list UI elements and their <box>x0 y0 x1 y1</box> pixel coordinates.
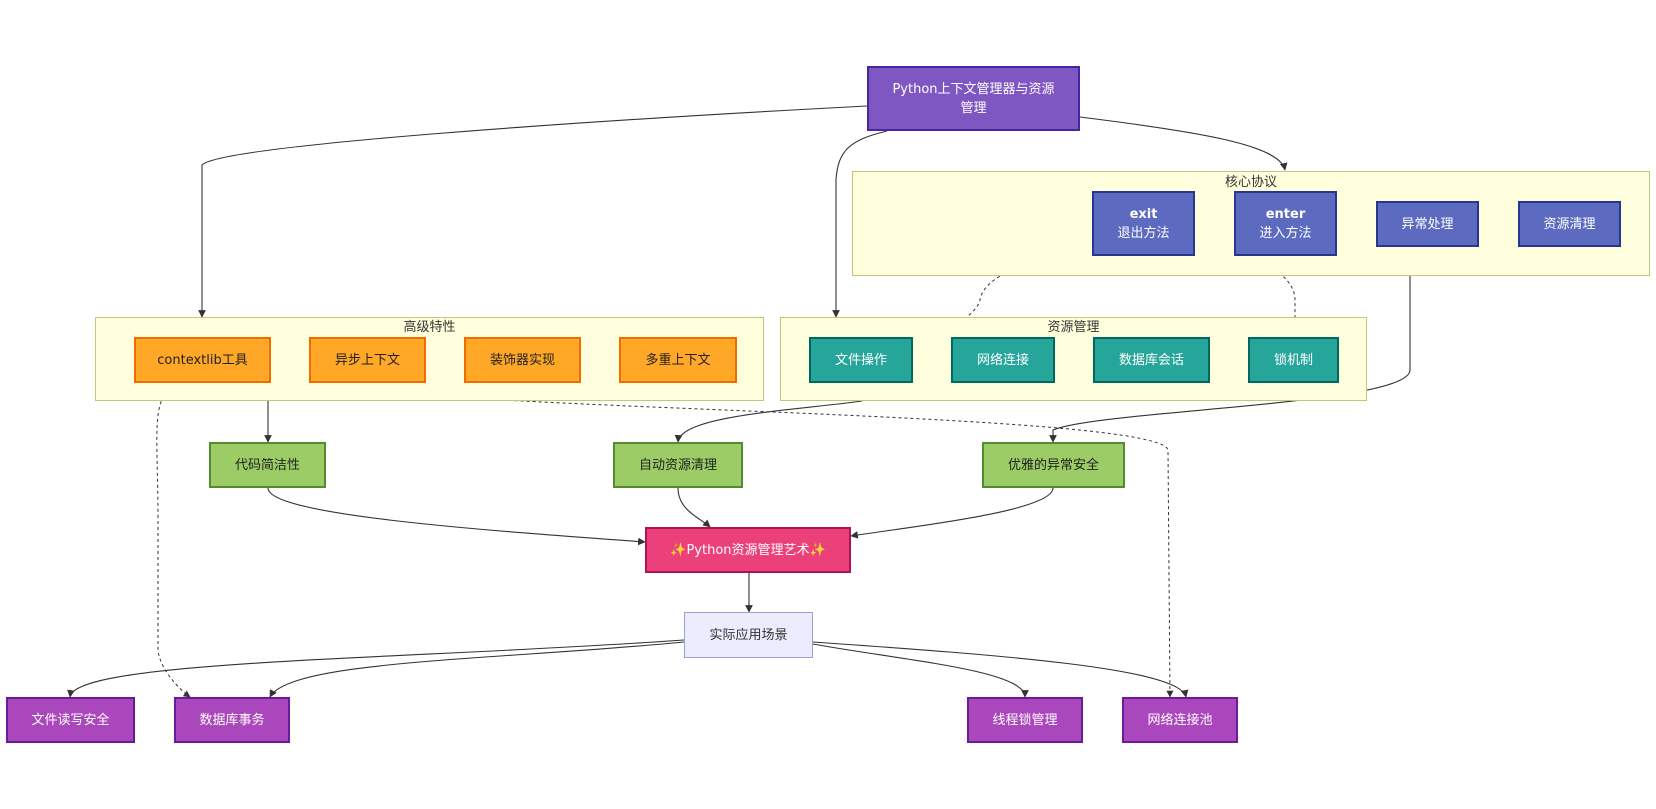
db-session-node[interactable]: 数据库会话 <box>1093 337 1210 383</box>
root-node-label: Python上下文管理器与资源管理 <box>892 81 1055 116</box>
contextlib-node[interactable]: contextlib工具 <box>134 337 271 383</box>
exit-method-name: exit <box>1129 206 1158 222</box>
scenarios-node[interactable]: 实际应用场景 <box>684 612 813 658</box>
thread-lock-node[interactable]: 线程锁管理 <box>967 697 1083 743</box>
db-transaction-node[interactable]: 数据库事务 <box>174 697 290 743</box>
exception-safety-label: 优雅的异常安全 <box>1007 457 1099 473</box>
decorator-label: 装饰器实现 <box>489 352 555 368</box>
conn-pool-label: 网络连接池 <box>1147 712 1213 728</box>
group-resource-management-title: 资源管理 <box>1047 320 1100 335</box>
enter-method-node[interactable]: enter 进入方法 <box>1234 191 1337 256</box>
file-ops-label: 文件操作 <box>834 352 887 368</box>
code-concise-node[interactable]: 代码简洁性 <box>209 442 326 488</box>
contextlib-label: contextlib工具 <box>157 352 248 368</box>
thread-lock-label: 线程锁管理 <box>992 712 1058 728</box>
edge-scenarios-to-db-tx <box>269 641 685 698</box>
exception-handling-label: 异常处理 <box>1401 216 1454 232</box>
edge-resources-to-auto <box>674 400 863 443</box>
lock-mechanism-label: 锁机制 <box>1273 352 1313 368</box>
network-conn-node[interactable]: 网络连接 <box>951 337 1055 383</box>
root-node[interactable]: Python上下文管理器与资源管理 <box>867 66 1080 131</box>
file-ops-node[interactable]: 文件操作 <box>809 337 913 383</box>
file-rw-safe-label: 文件读写安全 <box>31 712 110 728</box>
python-art-label: ✨Python资源管理艺术✨ <box>670 542 826 558</box>
enter-method-name: enter <box>1265 206 1306 222</box>
multi-context-label: 多重上下文 <box>645 352 711 368</box>
resource-cleanup-label: 资源清理 <box>1543 216 1596 232</box>
conn-pool-node[interactable]: 网络连接池 <box>1122 697 1238 743</box>
edge-root-to-resources <box>832 130 888 318</box>
scenarios-label: 实际应用场景 <box>709 627 788 643</box>
exit-method-desc: 退出方法 <box>1117 225 1170 241</box>
async-context-node[interactable]: 异步上下文 <box>309 337 426 383</box>
edge-auto-to-art <box>677 487 711 528</box>
db-transaction-label: 数据库事务 <box>199 712 265 728</box>
edge-root-to-advanced <box>198 105 868 318</box>
edge-scenarios-to-thread-lock <box>812 643 1029 698</box>
edge-contextlib-to-db-tx <box>156 382 191 698</box>
enter-method-desc: 进入方法 <box>1259 225 1312 241</box>
edge-scenarios-to-file-rw <box>67 639 685 698</box>
python-art-node[interactable]: ✨Python资源管理艺术✨ <box>645 527 851 573</box>
auto-cleanup-node[interactable]: 自动资源清理 <box>613 442 743 488</box>
network-conn-label: 网络连接 <box>976 352 1029 368</box>
resource-cleanup-node[interactable]: 资源清理 <box>1518 201 1621 247</box>
exit-method-node[interactable]: exit 退出方法 <box>1092 191 1195 256</box>
exception-handling-node[interactable]: 异常处理 <box>1376 201 1479 247</box>
code-concise-label: 代码简洁性 <box>234 457 300 473</box>
exception-safety-node[interactable]: 优雅的异常安全 <box>982 442 1125 488</box>
edge-concise-to-art <box>267 487 646 546</box>
auto-cleanup-label: 自动资源清理 <box>638 457 717 473</box>
lock-mechanism-node[interactable]: 锁机制 <box>1248 337 1339 383</box>
group-core-protocol-title: 核心协议 <box>1224 175 1277 190</box>
edge-core-to-safety <box>1049 276 1411 443</box>
db-session-label: 数据库会话 <box>1118 352 1184 368</box>
edge-root-to-core <box>1079 116 1288 171</box>
edge-scenarios-to-conn-pool <box>812 641 1189 698</box>
multi-context-node[interactable]: 多重上下文 <box>619 337 737 383</box>
async-context-label: 异步上下文 <box>334 352 400 368</box>
file-rw-safe-node[interactable]: 文件读写安全 <box>6 697 135 743</box>
group-advanced-features-title: 高级特性 <box>403 320 456 335</box>
decorator-node[interactable]: 装饰器实现 <box>464 337 581 383</box>
edge-safety-to-art <box>850 487 1054 539</box>
